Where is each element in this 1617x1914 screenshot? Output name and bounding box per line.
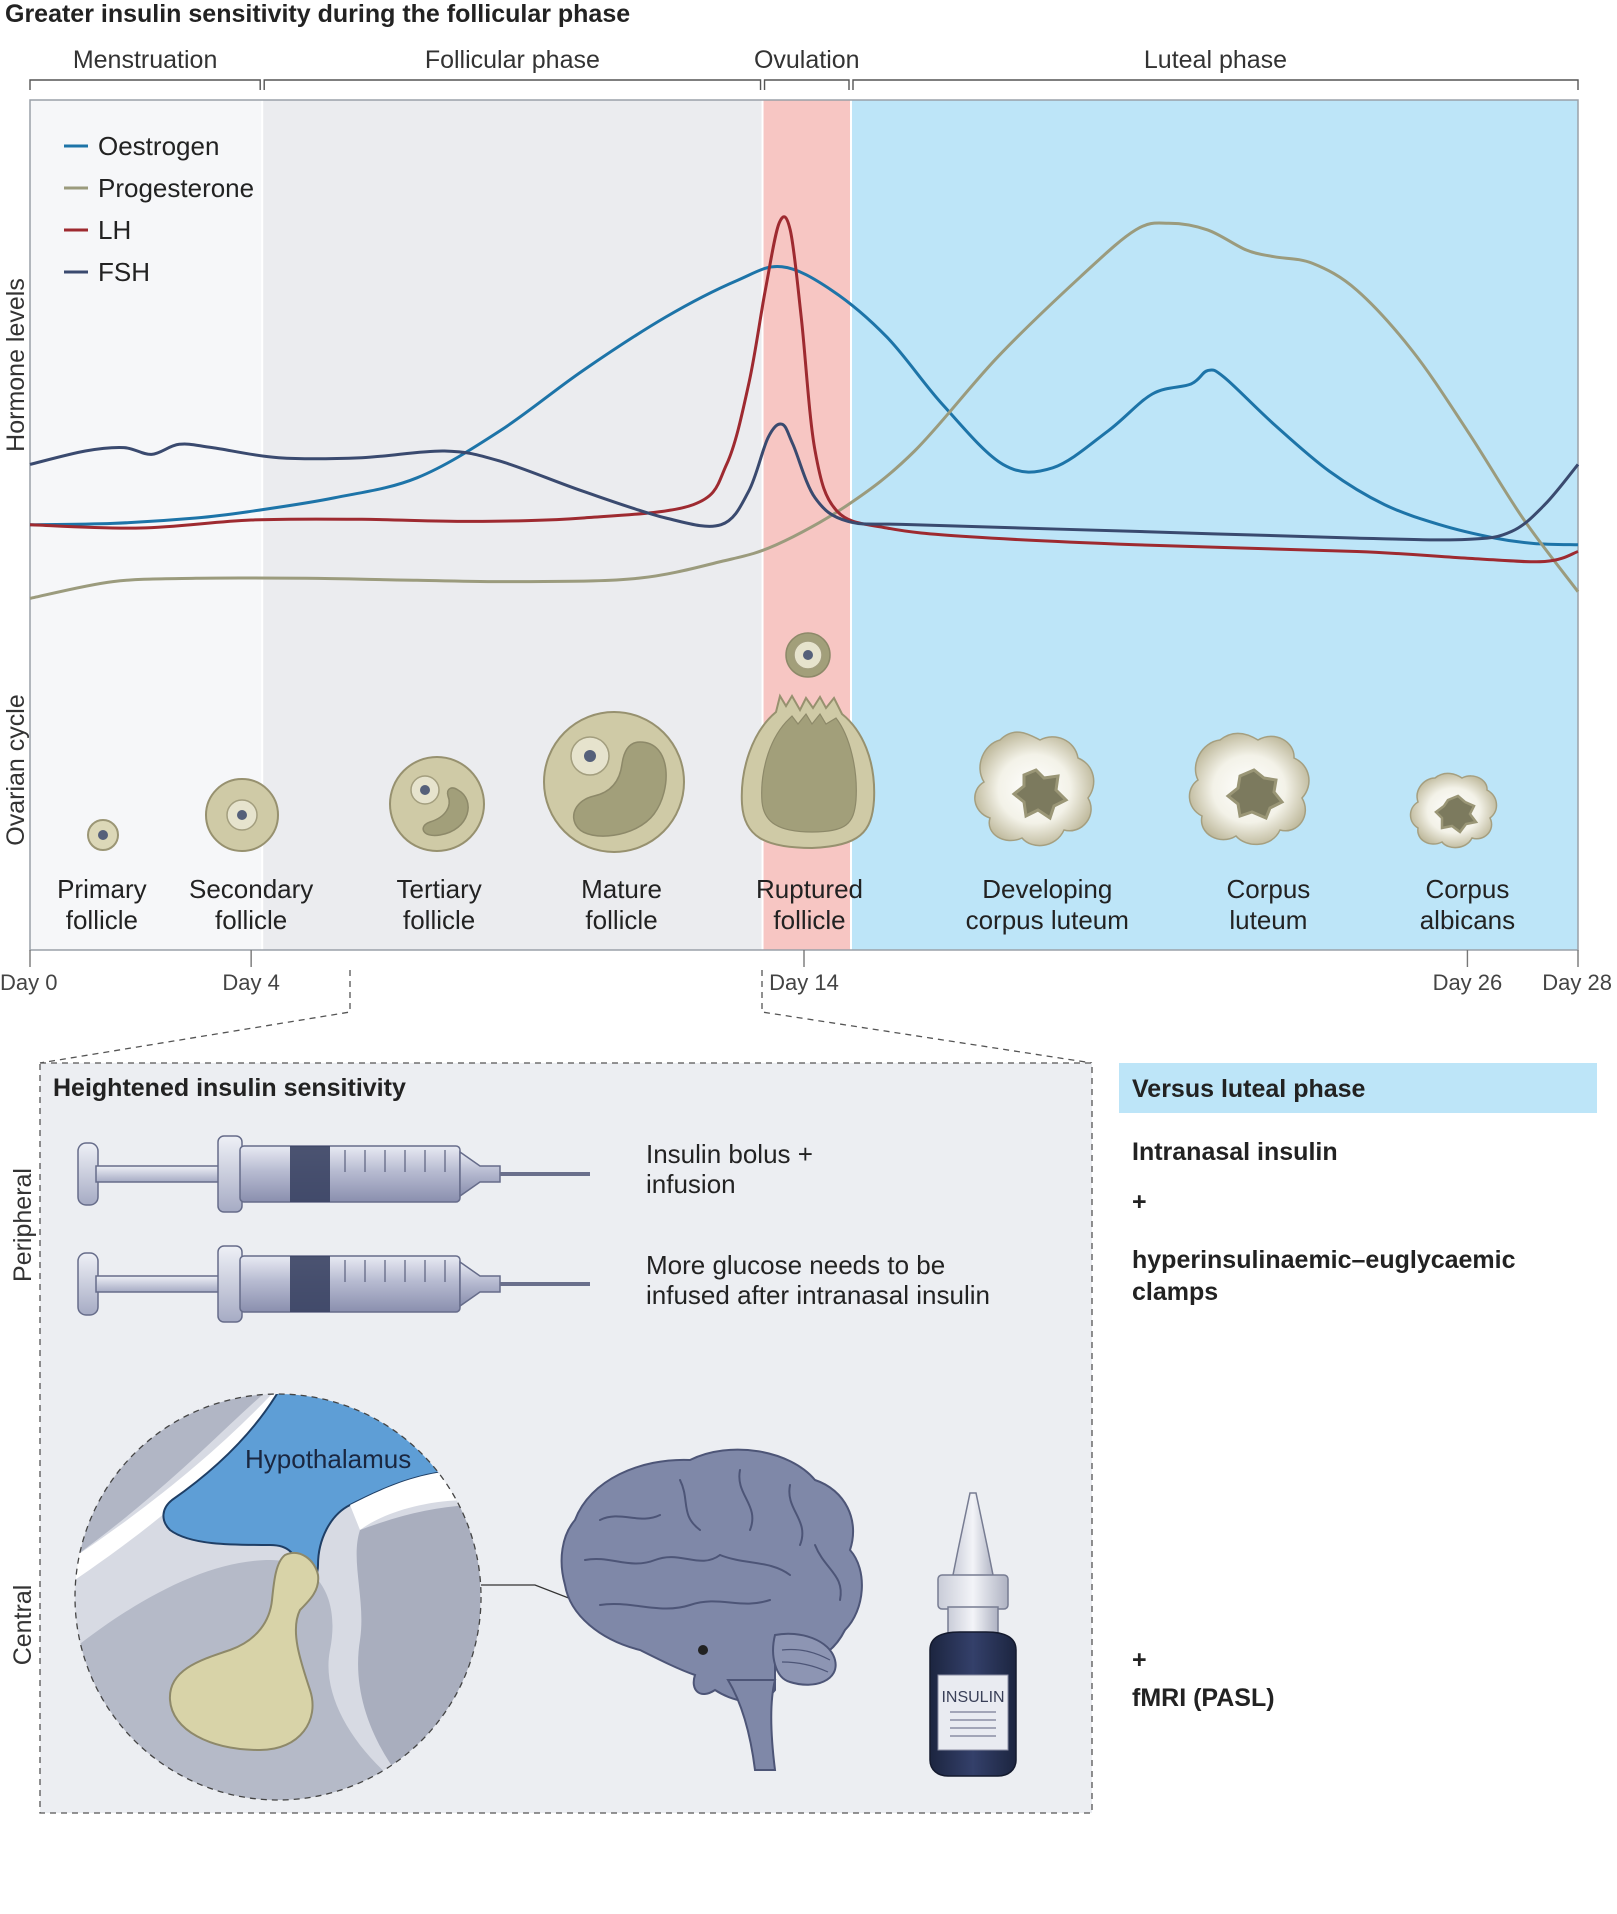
side-item-fmri: fMRI (PASL) (1132, 1684, 1275, 1712)
insulin-bottle-label: INSULIN (941, 1689, 1004, 1706)
hormone-curves (29, 215, 1580, 600)
follicle-label-line2-3: follicle (585, 905, 657, 935)
side-item-intranasal: Intranasal insulin (1132, 1138, 1338, 1166)
follicle-label-line2-6: luteum (1229, 905, 1307, 935)
secondary-follicle-icon (205, 778, 279, 852)
follicle-label-line2-7: albicans (1420, 905, 1515, 935)
follicle-label-line1-1: Secondary (189, 874, 313, 904)
follicle-label-line1-7: Corpus (1426, 874, 1510, 904)
curve-lh (29, 215, 1579, 564)
follicle-labels: PrimaryfollicleSecondaryfollicleTertiary… (57, 874, 1515, 935)
phase-label-ovulation: Ovulation (754, 46, 860, 74)
side-plus-1: + (1132, 1188, 1147, 1216)
side-plus-2: + (1132, 1646, 1147, 1674)
hypothalamus-label: Hypothalamus (245, 1444, 411, 1474)
follicle-label-line2-2: follicle (403, 905, 475, 935)
phase-label-menstruation: Menstruation (73, 46, 218, 74)
side-item-clamps-1: hyperinsulinaemic–euglycaemic (1132, 1246, 1516, 1274)
day-tick-label-4: Day 28 (1542, 970, 1612, 995)
syringe-bolus-text-1: Insulin bolus + (646, 1139, 813, 1169)
follicle-label-line2-5: corpus luteum (966, 905, 1129, 935)
syringe-bolus-icon (77, 1135, 590, 1213)
hypothalamus-magnified-view (74, 1393, 482, 1801)
follicle-label-line1-2: Tertiary (396, 874, 481, 904)
phase-brackets: Menstruation Follicular phase Ovulation Lut… (29, 46, 1579, 90)
lower-panel-title: Heightened insulin sensitivity (53, 1074, 406, 1102)
side-item-clamps-2: clamps (1132, 1278, 1218, 1306)
developing-corpus-luteum-icon (974, 731, 1095, 847)
corpus-albicans-icon (1409, 772, 1498, 849)
side-panel-header-bg (1119, 1063, 1597, 1113)
day-tick-label-3: Day 26 (1433, 970, 1503, 995)
corpus-luteum-icon (1188, 732, 1310, 845)
syringe-glucose-text-1: More glucose needs to be (646, 1250, 945, 1280)
curve-fsh (29, 422, 1580, 542)
phase-label-luteal-phase: Luteal phase (1144, 46, 1287, 74)
day-tick-label-1: Day 4 (222, 970, 279, 995)
mature-follicle-icon (543, 711, 685, 853)
day-tick-label-2: Day 14 (769, 970, 839, 995)
follicle-label-line1-3: Mature (581, 874, 662, 904)
zoom-connectors (39, 970, 1093, 1064)
curve-progesterone (29, 221, 1580, 600)
primary-follicle-icon (87, 819, 119, 851)
syringe-bolus-text-2: infusion (646, 1169, 736, 1199)
follicle-label-line1-0: Primary (57, 874, 147, 904)
legend-label-oestrogen: Oestrogen (98, 131, 219, 161)
side-panel-header: Versus luteal phase (1132, 1075, 1366, 1103)
follicle-label-line1-6: Corpus (1226, 874, 1310, 904)
phase-bracket-ovulation (763, 79, 850, 90)
follicle-label-line1-4: Ruptured (756, 874, 863, 904)
figure-title: Greater insulin sensitivity during the f… (5, 0, 630, 28)
phase-bracket-luteal-phase (852, 79, 1579, 90)
follicle-label-line2-1: follicle (215, 905, 287, 935)
ovarian-axis-label: Ovarian cycle (2, 694, 30, 845)
phase-band-follicular-phase (262, 100, 763, 950)
syringe-glucose-text-2: infused after intranasal insulin (646, 1280, 990, 1310)
phase-bracket-follicular-phase (263, 79, 762, 90)
hormone-axis-label: Hormone levels (2, 278, 30, 452)
day-tick-label-0: Day 0 (0, 970, 57, 995)
brain-icon (560, 1448, 863, 1771)
phase-bracket-menstruation (29, 79, 261, 90)
follicle-label-line2-0: follicle (66, 905, 138, 935)
follicle-label-line1-5: Developing (982, 874, 1112, 904)
central-label: Central (9, 1585, 37, 1666)
day-ticks: Day 0 Day 4 Day 14 Day 26 Day 28 (0, 950, 1612, 995)
follicle-label-line2-4: follicle (773, 905, 845, 935)
syringe-glucose-icon (77, 1245, 590, 1323)
peripheral-label: Peripheral (9, 1168, 37, 1282)
ruptured-follicle-icon (740, 632, 876, 850)
tertiary-follicle-icon (389, 756, 485, 852)
follicle-illustrations (87, 632, 1498, 853)
legend-label-fsh: FSH (98, 257, 150, 287)
phase-label-follicular-phase: Follicular phase (425, 46, 600, 74)
legend-label-progesterone: Progesterone (98, 173, 254, 203)
insulin-nasal-spray-icon (929, 1492, 1017, 1777)
curve-oestrogen (29, 265, 1579, 547)
legend-label-lh: LH (98, 215, 131, 245)
